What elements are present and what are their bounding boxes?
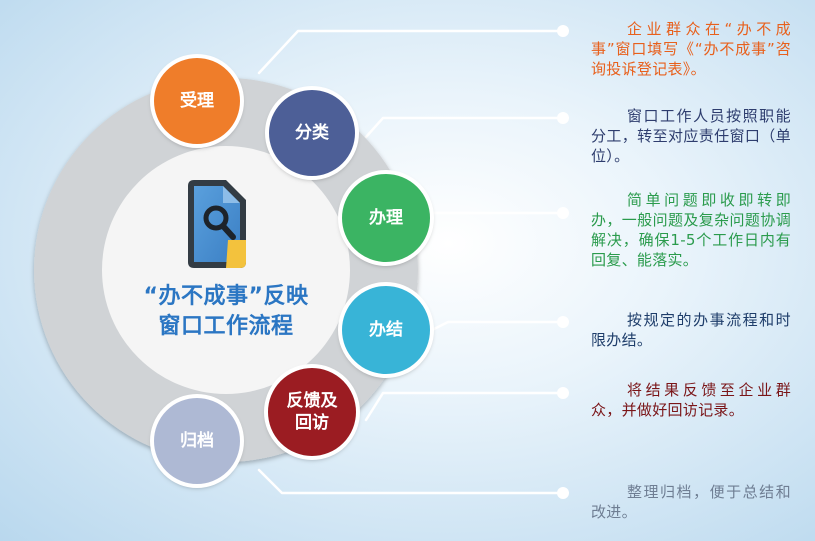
connector-dot-conclude	[557, 316, 569, 328]
step-description-classify: 窗口工作人员按照职能分工，转至对应责任窗口（单位）。	[591, 107, 791, 165]
step-description-feedback: 将结果反馈至企业群众，并做好回访记录。	[591, 381, 791, 419]
connector-classify	[364, 116, 565, 139]
step-circle-handle	[340, 172, 432, 264]
connector-archive	[257, 468, 565, 495]
connector-dot-classify	[557, 112, 569, 124]
connector-dot-feedback	[557, 387, 569, 399]
connector-feedback	[364, 391, 565, 422]
step-label-classify: 分类	[295, 123, 329, 143]
connector-dot-handle	[557, 207, 569, 219]
step-label-conclude: 办结	[369, 320, 403, 340]
connector-accept	[257, 29, 565, 75]
step-label-accept: 受理	[180, 91, 214, 111]
step-description-conclude: 按规定的办事流程和时限办结。	[591, 311, 791, 349]
connector-conclude	[430, 320, 565, 332]
step-label-handle: 办理	[369, 208, 403, 228]
step-label-archive: 归档	[180, 431, 214, 451]
step-label-feedback: 反馈及 回访	[286, 391, 338, 433]
step-circle-conclude	[340, 284, 432, 376]
step-description-accept: 企业群众在“办不成事”窗口填写《“办不成事”咨询投诉登记表》。	[591, 20, 791, 78]
step-description-handle: 简单问题即收即转即办，一般问题及复杂问题协调解决，确保1-5个工作日内有回复、能…	[591, 191, 791, 269]
inner-circle	[102, 146, 350, 394]
step-description-archive: 整理归档，便于总结和改进。	[591, 483, 791, 521]
step-circle-classify	[267, 88, 357, 178]
step-circle-accept	[152, 56, 242, 146]
step-circle-feedback	[266, 366, 358, 458]
document-search-icon	[188, 180, 246, 268]
step-circle-archive	[152, 396, 242, 486]
connector-dot-archive	[557, 487, 569, 499]
center-title: “办不成事”反映 窗口工作流程	[143, 284, 309, 339]
connector-dot-accept	[557, 25, 569, 37]
